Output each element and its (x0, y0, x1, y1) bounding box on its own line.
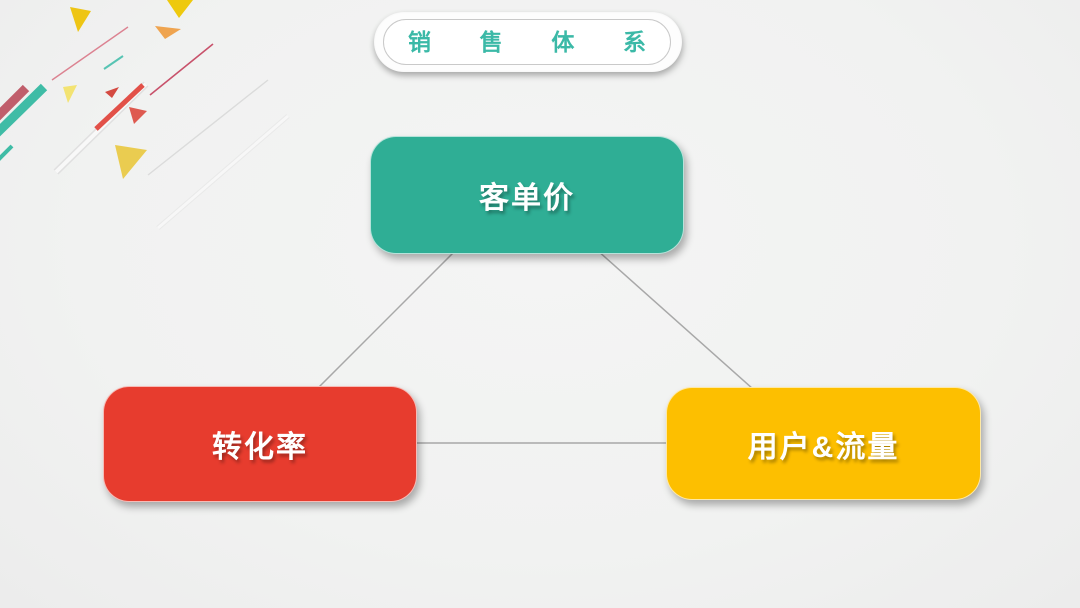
node-label: 客单价 (479, 182, 575, 215)
connector-top-to-left (317, 249, 457, 389)
node-conversion-rate: 转化率 (103, 386, 417, 502)
slide-title-pill-inner: 销售体系 (383, 19, 671, 65)
connector-top-to-right (596, 249, 754, 390)
node-label: 转化率 (212, 431, 308, 464)
node-users-traffic: 用户&流量 (666, 387, 981, 500)
slide-title: 销售体系 (408, 28, 646, 55)
slide-title-pill: 销售体系 (374, 12, 682, 72)
node-label: 用户&流量 (747, 430, 900, 464)
node-average-order-value: 客单价 (370, 136, 684, 254)
